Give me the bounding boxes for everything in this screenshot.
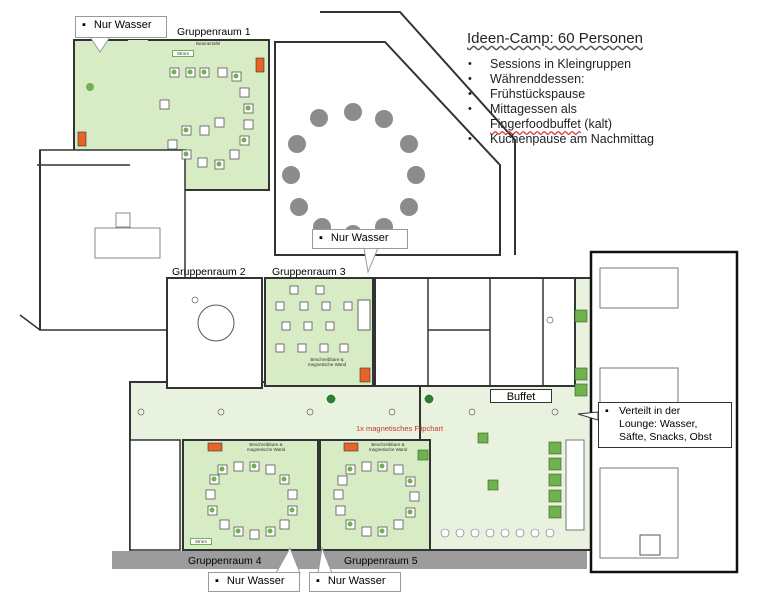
lounge-callout: ▪ Verteilt in der Lounge: Wasser, Säfte,… (598, 402, 732, 448)
room-3 (264, 277, 374, 387)
water-callout-mid: ▪Nur Wasser (312, 229, 408, 249)
wall-label-5: Beschreibbare & magnetische Wand (368, 442, 408, 452)
wall-label-3: Beschreibbare & magnetische Wand (307, 357, 347, 367)
bottom-floor-strip (112, 551, 587, 569)
atrium-area (274, 41, 501, 256)
room-4-title: Gruppenraum 4 (188, 555, 262, 567)
lounge-bench (565, 439, 585, 531)
info-title: Ideen-Camp: 60 Personen (467, 30, 643, 47)
info-subitem: Frühstückspause (468, 87, 755, 102)
flipchart-label: 1x magnetisches Flipchart (356, 424, 444, 433)
room-2-round-table (197, 304, 235, 342)
room-5-title: Gruppenraum 5 (344, 555, 418, 567)
room-3-chairs (275, 285, 353, 353)
room-1-title: Gruppenraum 1 (177, 26, 251, 38)
info-item: Sessions in Kleingruppen (468, 57, 755, 72)
lobby-sofa (94, 227, 161, 259)
ceiling-markers (137, 296, 559, 416)
plants (325, 393, 435, 405)
info-sublist: Frühstückspause Mittagessen als Fingerfo… (465, 87, 755, 147)
lobby-table (115, 212, 131, 228)
water-callout-bottom-left: ▪Nur Wasser (208, 572, 300, 592)
strom-label-4: Strom (190, 538, 213, 545)
info-subitem: Kuchenpause am Nachmittag (468, 132, 755, 147)
strom-label-1: Strom (172, 50, 195, 57)
info-panel: Ideen-Camp: 60 Personen Sessions in Klei… (465, 30, 755, 147)
info-item: Währenddessen: (468, 72, 755, 87)
orange-markers (77, 57, 371, 452)
small-room (129, 439, 181, 551)
room-2-title: Gruppenraum 2 (172, 266, 246, 278)
water-callout-top: ▪Nur Wasser (75, 16, 167, 38)
info-subitem: Mittagessen als Fingerfoodbuffet (kalt) (468, 102, 755, 132)
room-3-title: Gruppenraum 3 (272, 266, 346, 278)
toilet-block (374, 277, 576, 387)
beamertafel-label: Beamertafel (196, 41, 221, 46)
wall-label-4: Beschreibbare & magnetische Wand (246, 442, 286, 452)
buffet-label: Buffet (490, 389, 552, 403)
water-callout-bottom-right: ▪Nur Wasser (309, 572, 401, 592)
pointer-water-mid (363, 247, 379, 274)
atrium-outer-wall (320, 11, 516, 255)
info-list: Sessions in Kleingruppen Währenddessen: (465, 57, 755, 87)
lounge-tables (417, 309, 588, 519)
